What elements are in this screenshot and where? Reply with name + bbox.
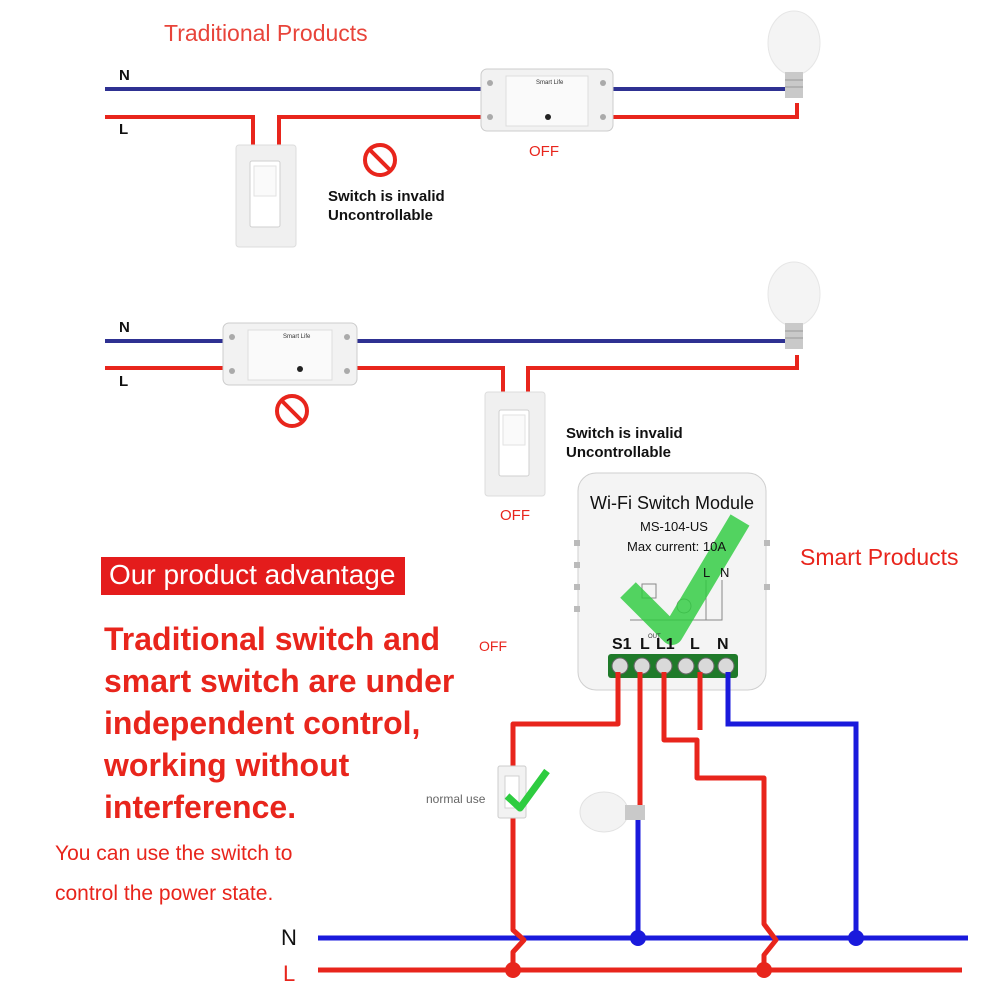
s2-note-line2: Uncontrollable <box>566 444 672 461</box>
module-inner-n: N <box>720 565 730 580</box>
section2-wall-switch <box>484 391 546 497</box>
bottom-wiring <box>318 672 968 978</box>
s1-neutral-label: N <box>119 67 130 84</box>
advantage-badge: Our product advantage <box>101 557 406 595</box>
section2-prohibit-icon <box>275 394 309 428</box>
terminal-s1: S1 <box>612 636 632 653</box>
s2-live-label: L <box>119 373 129 390</box>
s1-live-label: L <box>119 121 129 138</box>
headline-line-2: smart switch are under <box>104 663 455 699</box>
module-inner-l: L <box>703 565 711 580</box>
traditional-products-title: Traditional Products <box>164 20 368 46</box>
module-max-current: Max current: 10A <box>627 539 726 554</box>
subline: You can use the switch to control the po… <box>55 834 292 914</box>
section1-prohibit-icon <box>363 143 397 177</box>
bottom-live-label: L <box>283 961 296 986</box>
s1-relay-brand: Smart Life <box>536 80 564 86</box>
smart-products-title: Smart Products <box>800 544 959 570</box>
section1-relay <box>480 68 614 132</box>
headline-line-3: independent control, <box>104 705 421 741</box>
module-check-icon <box>620 514 750 645</box>
terminal-l: L <box>690 636 700 653</box>
headline: Traditional switch and smart switch are … <box>104 618 454 828</box>
normal-use-label: normal use <box>426 792 486 806</box>
section1-wall-switch <box>235 144 297 248</box>
module-title: Wi-Fi Switch Module <box>590 493 755 513</box>
headline-line-4: working without <box>104 747 350 783</box>
s2-off-label: OFF <box>500 507 530 524</box>
s1-note-line2: Uncontrollable <box>328 207 434 224</box>
bottom-neutral-label: N <box>281 925 297 950</box>
s2-neutral-label: N <box>119 319 130 336</box>
section2-wires <box>105 339 799 392</box>
module-model: MS-104-US <box>640 519 708 534</box>
bottom-bulb-icon <box>579 791 645 833</box>
s1-off-label: OFF <box>529 143 559 160</box>
section2-relay <box>222 322 358 386</box>
terminal-l1: L1 <box>656 636 675 653</box>
s2-relay-brand: Smart Life <box>283 334 311 340</box>
section1-bulb-icon <box>767 10 821 98</box>
bottom-switch-check-icon <box>504 768 550 812</box>
s2-note-line1: Switch is invalid <box>566 425 683 442</box>
side-off-label: OFF <box>479 638 507 654</box>
s1-note-line1: Switch is invalid <box>328 188 445 205</box>
terminal-out-label: OUT <box>648 634 661 640</box>
section2-bulb-icon <box>767 261 821 349</box>
terminal-n: N <box>717 636 729 653</box>
subline-line-1: You can use the switch to <box>55 842 293 865</box>
terminal-l-out: L <box>640 636 650 653</box>
subline-line-2: control the power state. <box>55 882 274 905</box>
section1-wires <box>105 87 799 145</box>
headline-line-1: Traditional switch and <box>104 621 441 657</box>
headline-line-5: interference. <box>104 789 297 825</box>
